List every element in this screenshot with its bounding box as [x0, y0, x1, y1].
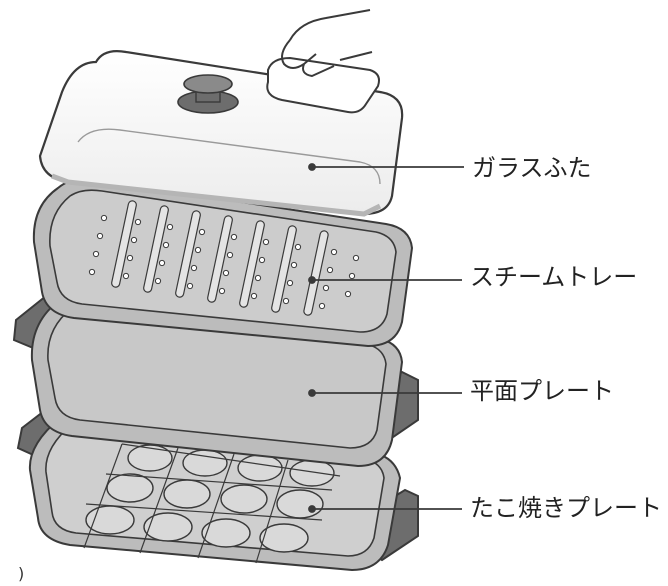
steam-slot [175, 210, 201, 298]
corner-mark: ) [2, 564, 25, 583]
steam-slot [111, 200, 137, 288]
steam-tray [32, 178, 414, 348]
label-steam-tray: スチームトレー [470, 263, 638, 291]
steam-slot [271, 225, 297, 313]
leader-dot-takoyaki-plate [308, 505, 316, 513]
steam-tray-slots [111, 200, 329, 316]
hand [281, 9, 373, 78]
glass-lid-bottom-band [51, 173, 382, 217]
steam-slot [207, 215, 233, 303]
steam-tray-holes [88, 214, 360, 310]
steam-slot [303, 230, 329, 316]
takoyaki-well [85, 505, 135, 535]
leader-dot-flat-plate [308, 389, 316, 397]
steam-slot [143, 205, 169, 293]
takoyaki-well [259, 523, 309, 553]
leader-lines [308, 163, 464, 513]
takoyaki-well [220, 484, 268, 514]
takoyaki-well [201, 518, 251, 548]
takoyaki-well [163, 479, 211, 509]
takoyaki-well [143, 512, 193, 542]
takoyaki-well [289, 459, 335, 487]
cloth-pad [266, 56, 380, 114]
takoyaki-well [276, 489, 324, 519]
label-takoyaki-plate: たこ焼きプレート [470, 494, 662, 522]
label-flat-plate: 平面プレート [470, 377, 614, 405]
leader-dot-glass-lid [308, 163, 316, 171]
leader-dot-steam-tray [308, 276, 316, 284]
hand-with-cloth [266, 9, 380, 114]
steam-slot [239, 220, 265, 308]
label-glass-lid: ガラスふた [472, 154, 592, 182]
takoyaki-well [127, 444, 173, 472]
takoyaki-well [237, 454, 283, 482]
takoyaki-grid-lines [83, 443, 341, 564]
lid-knob-top [183, 74, 233, 94]
takoyaki-well [106, 473, 154, 503]
glass-lid-inner-edge [77, 128, 381, 185]
lid-knob [177, 74, 239, 114]
